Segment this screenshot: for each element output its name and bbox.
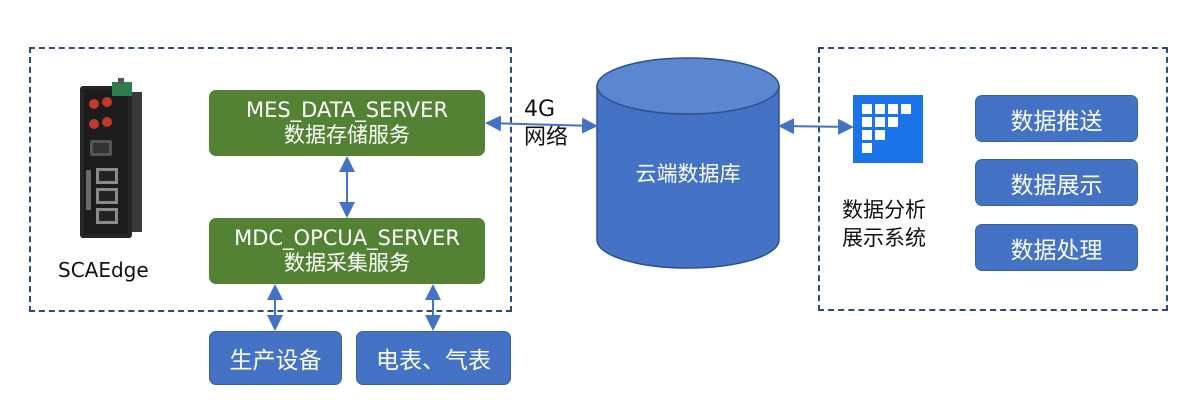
data-processing-box: 数据处理 bbox=[975, 224, 1138, 271]
data-processing-label: 数据处理 bbox=[1010, 237, 1103, 264]
mes-server-name: MES_DATA_SERVER bbox=[245, 98, 449, 122]
production-equipment-box: 生产设备 bbox=[209, 331, 342, 385]
database-label: 云端数据库 bbox=[635, 162, 741, 186]
analysis-label-line1: 数据分析 bbox=[842, 198, 926, 222]
production-equipment-label: 生产设备 bbox=[229, 348, 322, 374]
data-display-label: 数据展示 bbox=[1010, 172, 1103, 199]
mdc-server-desc: 数据采集服务 bbox=[284, 251, 410, 275]
mes-server-desc: 数据存储服务 bbox=[284, 123, 410, 147]
analysis-container bbox=[818, 47, 1168, 311]
mes-data-server-box: MES_DATA_SERVER 数据存储服务 bbox=[209, 90, 485, 156]
data-push-box: 数据推送 bbox=[975, 95, 1138, 142]
analysis-system-label: 数据分析 展示系统 bbox=[842, 196, 926, 252]
scaedge-label: SCAEdge bbox=[58, 258, 149, 282]
meters-label: 电表、气表 bbox=[376, 348, 491, 374]
meters-box: 电表、气表 bbox=[356, 331, 511, 385]
mes-to-database-arrow bbox=[485, 115, 598, 134]
mdc-server-name: MDC_OPCUA_SERVER bbox=[234, 226, 460, 250]
data-push-label: 数据推送 bbox=[1010, 108, 1103, 135]
data-display-box: 数据展示 bbox=[975, 159, 1138, 206]
database-to-analysis-arrow bbox=[778, 118, 854, 135]
mdc-opcua-server-box: MDC_OPCUA_SERVER 数据采集服务 bbox=[209, 218, 485, 284]
analysis-label-line2: 展示系统 bbox=[842, 226, 926, 250]
